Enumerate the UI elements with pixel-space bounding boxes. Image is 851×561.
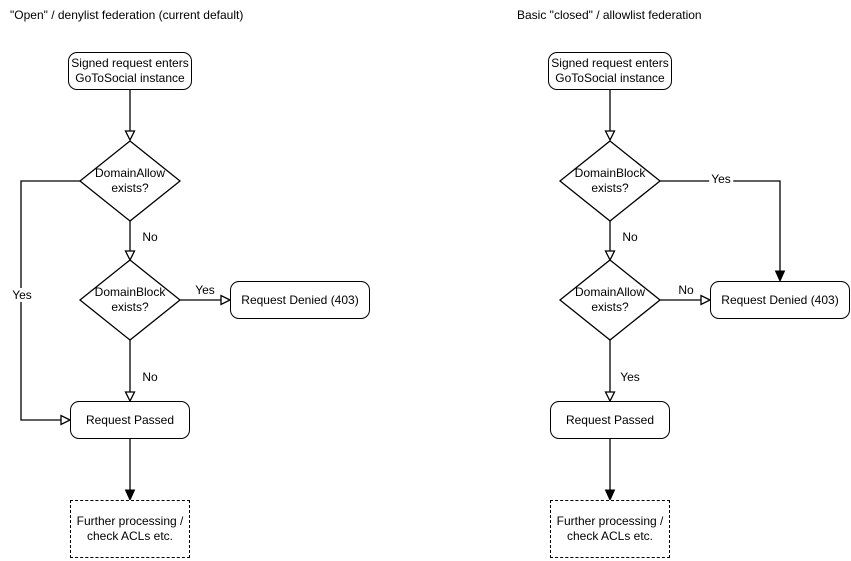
arrowhead-open-icon <box>124 130 136 142</box>
edge-label-decision2-yes: Yes <box>193 283 217 297</box>
arrowhead-open-icon <box>604 130 616 142</box>
edge-label-decision2-no: No <box>140 370 160 384</box>
arrowhead-open-icon <box>220 294 232 306</box>
edge-label-decision1-yes: Yes <box>709 172 733 186</box>
request-denied-node: Request Denied (403) <box>710 281 850 319</box>
arrowhead-open-icon <box>60 414 72 426</box>
edge-label-decision2-yes: Yes <box>618 370 642 384</box>
decision2-label: DomainBlock exists? <box>94 285 166 314</box>
decision2-label: DomainAllow exists? <box>574 285 646 314</box>
arrowhead-filled-icon <box>604 489 616 502</box>
request-denied-node: Request Denied (403) <box>230 281 370 319</box>
edge-label-decision2-no: No <box>676 283 696 297</box>
further-processing-node: Further processing / check ACLs etc. <box>70 500 190 558</box>
arrowhead-open-icon <box>700 294 712 306</box>
start-node: Signed request enters GoToSocial instanc… <box>68 52 192 90</box>
arrowhead-open-icon <box>604 250 616 262</box>
edge-decision1-yes-to-denied <box>660 180 781 271</box>
arrowhead-open-icon <box>124 250 136 262</box>
edge-label-decision1-no: No <box>140 230 160 244</box>
further-processing-node: Further processing / check ACLs etc. <box>550 500 670 558</box>
arrowhead-open-icon <box>604 391 616 403</box>
arrowhead-filled-icon <box>774 270 786 283</box>
edge-label-decision1-no: No <box>620 230 640 244</box>
decision1-label: DomainAllow exists? <box>94 166 166 195</box>
edge-label-decision1-yes: Yes <box>10 288 34 302</box>
request-passed-node: Request Passed <box>550 401 670 439</box>
chart-title-open-denylist: "Open" / denylist federation (current de… <box>10 8 244 22</box>
arrowhead-filled-icon <box>124 489 136 502</box>
request-passed-node: Request Passed <box>70 401 190 439</box>
decision1-label: DomainBlock exists? <box>574 166 646 195</box>
chart-title-closed-allowlist: Basic "closed" / allowlist federation <box>517 8 702 22</box>
arrowhead-open-icon <box>124 391 136 403</box>
start-node: Signed request enters GoToSocial instanc… <box>548 52 672 90</box>
